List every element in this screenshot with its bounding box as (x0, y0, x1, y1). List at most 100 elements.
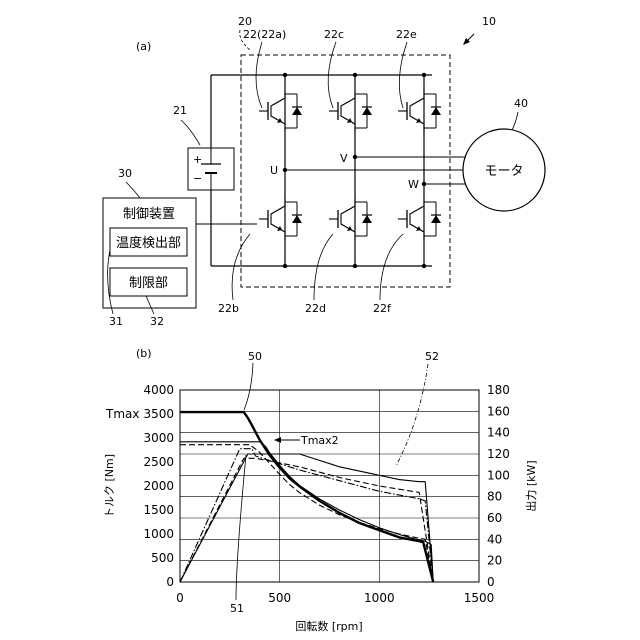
series-line-1 (180, 442, 433, 582)
motor-ref-leader (512, 112, 518, 130)
controller-ref-leader (126, 182, 140, 198)
y-left-tick-label-8: 4000 (143, 383, 174, 397)
y-left-tick-label-5: 2500 (143, 455, 174, 469)
tmax2-arrowhead (274, 437, 281, 443)
y-left-tick-label-4: 2000 (143, 479, 174, 493)
curve-52-leader (396, 364, 428, 466)
node-top-3 (422, 73, 426, 77)
x-tick-label-1: 500 (268, 591, 291, 605)
switch-22b-ref: 22b (218, 302, 239, 315)
node-bottom-3 (422, 264, 426, 268)
switch-22c-ref: 22c (324, 28, 344, 41)
igbt-body-22d (341, 198, 355, 240)
y-right-tick-label-3: 60 (487, 511, 502, 525)
y-left-tick-label-7: 3500 (143, 407, 174, 421)
controller-title: 制御装置 (123, 207, 175, 222)
diode-triangle-22c (362, 107, 372, 115)
series-line-5 (180, 458, 433, 582)
node-w (422, 182, 426, 186)
curve-52-ref: 52 (425, 350, 439, 363)
igbt-body-22b (271, 198, 285, 240)
system-ref: 10 (482, 15, 496, 28)
igbt-body-22f (410, 198, 424, 240)
curve-50-ref: 50 (248, 350, 262, 363)
igbt-switch-22f (398, 198, 441, 240)
leader-22d (314, 234, 333, 300)
igbt-body-22c (341, 90, 355, 132)
y-right-tick-label-6: 120 (487, 447, 510, 461)
phase-w-label: W (408, 178, 419, 191)
limiter-ref: 32 (150, 315, 164, 328)
temp-detector-ref: 31 (109, 315, 123, 328)
diode-triangle-22f (431, 215, 441, 223)
igbt-switch-22a (259, 90, 302, 132)
temp-detector-label: 温度検出部 (116, 235, 181, 251)
igbt-switch-22c (329, 90, 372, 132)
battery-plus: + (193, 153, 202, 166)
series-line-2 (180, 445, 433, 582)
plot-frame (180, 390, 479, 582)
y-left-tick-label-2: 1000 (143, 527, 174, 541)
y-left-tick-label-3: 1500 (143, 503, 174, 517)
igbt-body-22e (410, 90, 424, 132)
y-right-tick-label-2: 40 (487, 532, 502, 546)
diode-triangle-22d (362, 215, 372, 223)
switch-22d-ref: 22d (305, 302, 326, 315)
y-left-tick-label-1: 500 (151, 551, 174, 565)
chart-ticks: 0500100015000500100015002000250030003500… (143, 383, 509, 605)
diode-triangle-22b (292, 215, 302, 223)
battery-minus: − (193, 172, 202, 185)
leader-22b (232, 234, 250, 300)
y-right-tick-label-7: 140 (487, 426, 510, 440)
node-v (353, 155, 357, 159)
node-bottom-1 (283, 264, 287, 268)
chart: (b) 050010001500050010001500200025003000… (103, 347, 538, 633)
curve-51-ref: 51 (230, 602, 244, 615)
controller-ref: 30 (118, 167, 132, 180)
circuit-diagram: (a) 20 10 21 + − U V W (103, 15, 545, 328)
leader-22f (380, 234, 403, 300)
curve-51-leader (236, 455, 246, 600)
y-axis-right-label: 出力 [kW] (524, 460, 538, 511)
y-right-tick-label-4: 80 (487, 490, 502, 504)
curve-50-leader (244, 363, 253, 410)
y-left-tick-label-0: 0 (166, 575, 174, 589)
switch-22f-ref: 22f (373, 302, 392, 315)
igbt-switch-22e (398, 90, 441, 132)
node-bottom-2 (353, 264, 357, 268)
node-u (283, 168, 287, 172)
igbt-switch-22b (259, 198, 302, 240)
chart-grid (180, 390, 479, 582)
y-right-tick-label-1: 20 (487, 554, 502, 568)
y-right-tick-label-8: 160 (487, 404, 510, 418)
y-right-tick-label-9: 180 (487, 383, 510, 397)
node-top-2 (353, 73, 357, 77)
motor-label: モータ (484, 164, 523, 179)
igbt-switch-22d (329, 198, 372, 240)
x-tick-label-2: 1000 (364, 591, 395, 605)
switch-22e-ref: 22e (396, 28, 417, 41)
y-right-tick-label-0: 0 (487, 575, 495, 589)
tmax-label: Tmax (105, 407, 139, 421)
battery-ref: 21 (173, 104, 187, 117)
phase-u-label: U (270, 164, 278, 177)
panel-a-label: (a) (136, 40, 151, 53)
igbt-body-22a (271, 90, 285, 132)
node-top-1 (283, 73, 287, 77)
x-tick-label-0: 0 (176, 591, 184, 605)
battery-ref-leader (181, 120, 200, 145)
diode-triangle-22a (292, 107, 302, 115)
switch-22a-ref: 22(22a) (243, 28, 286, 41)
tmax2-label: Tmax2 (300, 434, 339, 447)
phase-v-label: V (340, 152, 348, 165)
y-left-tick-label-6: 3000 (143, 431, 174, 445)
diode-triangle-22e (431, 107, 441, 115)
limiter-label: 制限部 (129, 276, 168, 291)
panel-b-label: (b) (136, 347, 152, 360)
y-axis-left-label: トルク [Nm] (103, 454, 116, 518)
motor-ref: 40 (514, 97, 528, 110)
y-right-tick-label-5: 100 (487, 468, 510, 482)
x-axis-label: 回転数 [rpm] (295, 620, 362, 633)
x-tick-label-3: 1500 (464, 591, 495, 605)
